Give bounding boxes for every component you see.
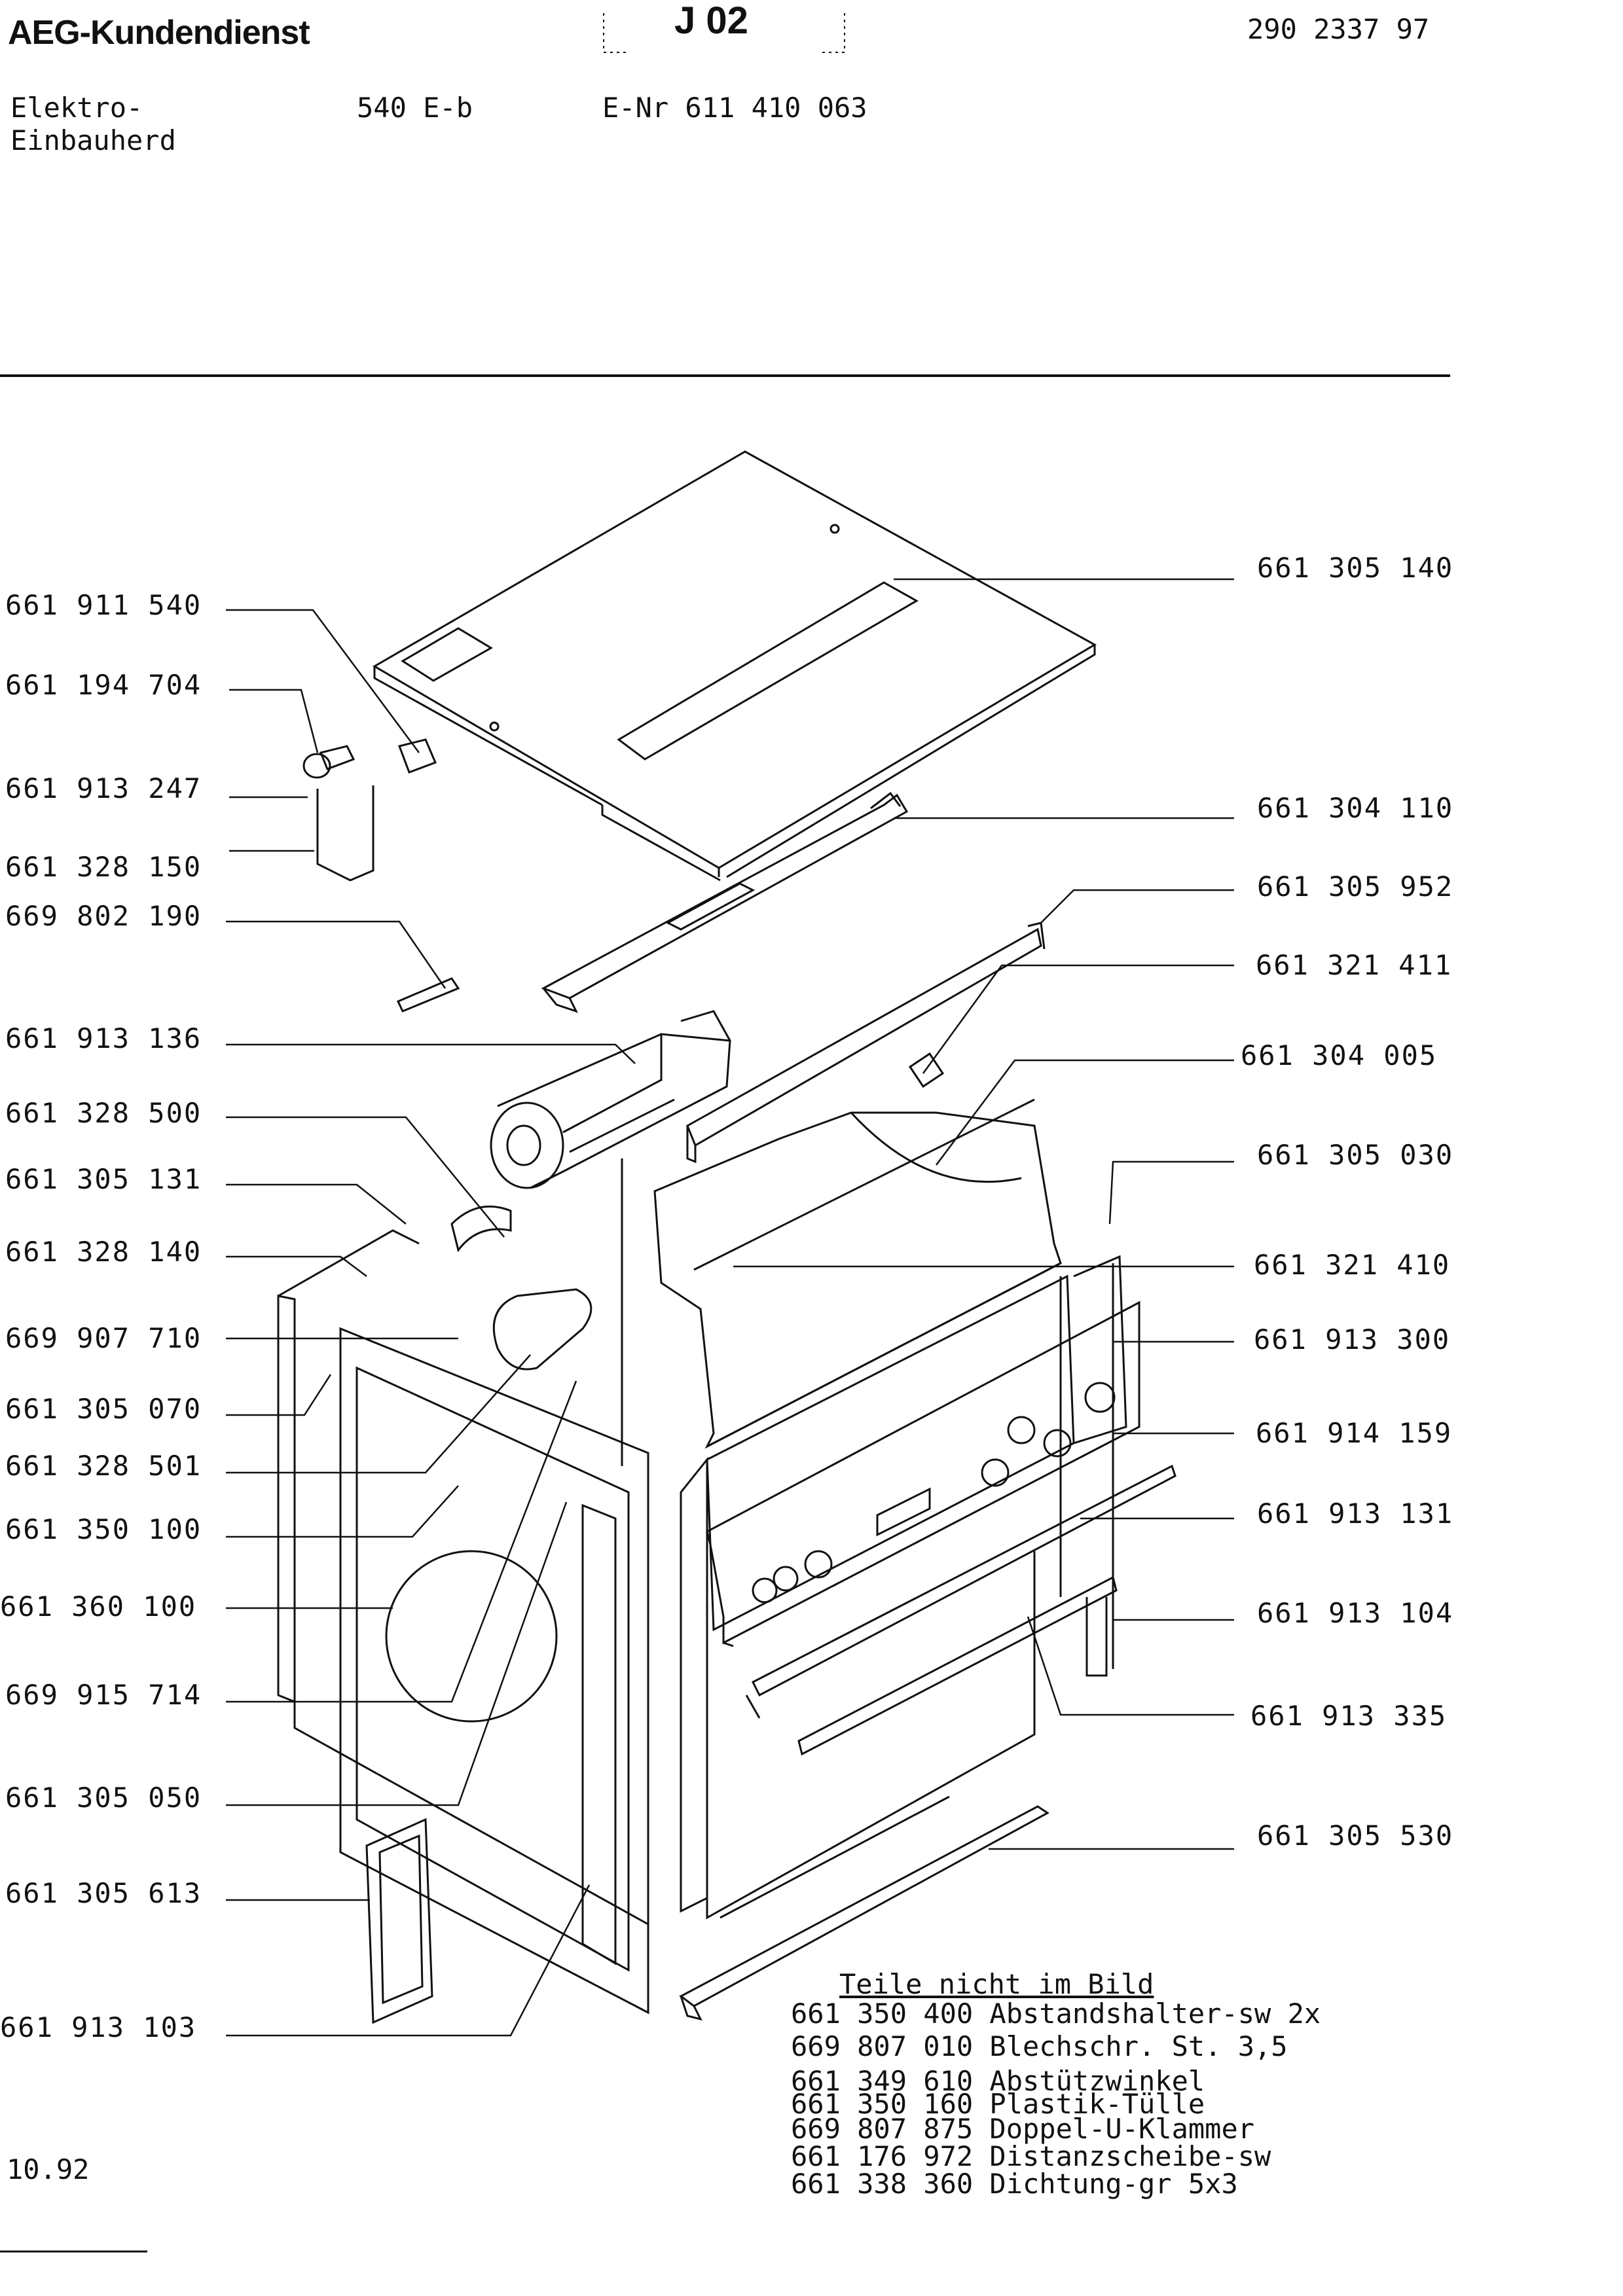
part-label: 661 305 613 — [5, 1877, 202, 1909]
part-label: 661 305 030 — [1257, 1139, 1454, 1171]
part-label: 661 913 103 — [0, 2011, 197, 2043]
part-label: 661 913 131 — [1257, 1498, 1454, 1530]
base-plate-part — [679, 1795, 1049, 2021]
e-number: E-Nr 611 410 063 — [602, 92, 867, 124]
note-item: 669 807 010 Blechschr. St. 3,5 — [791, 2030, 1288, 2062]
inner-housing-part — [653, 1098, 1062, 1449]
right-side-panel-part — [706, 1263, 1114, 1920]
product-type-line1: Elektro- — [10, 92, 143, 124]
part-label: 661 328 150 — [5, 851, 202, 883]
duct-part — [492, 1288, 593, 1371]
part-label: 661 305 530 — [1257, 1820, 1454, 1852]
model-number: 540 E-b — [357, 92, 473, 124]
part-label: 661 304 110 — [1257, 792, 1454, 824]
top-cover-part — [373, 450, 1097, 882]
part-label: 661 328 140 — [5, 1236, 202, 1268]
part-label: 661 914 159 — [1256, 1417, 1453, 1449]
note-item: 661 338 360 Dichtung-gr 5x3 — [791, 2168, 1238, 2200]
footer-date: 10.92 — [7, 2153, 90, 2185]
lamp-part — [398, 738, 437, 774]
bracket-rail-part — [686, 922, 1046, 1164]
front-control-panel-part — [706, 1300, 1140, 1647]
control-panel-frame-part — [706, 1255, 1127, 1632]
part-label: 661 913 104 — [1257, 1597, 1454, 1629]
fan-clip-part — [450, 1205, 512, 1253]
note-item: 669 807 875 Doppel-U-Klammer — [791, 2113, 1255, 2145]
door-frame-part — [365, 1818, 433, 2024]
part-label: 661 913 300 — [1254, 1323, 1451, 1355]
part-label: 661 321 410 — [1254, 1249, 1451, 1281]
part-label: 669 802 190 — [5, 900, 202, 932]
product-type-line2: Einbauherd — [10, 124, 176, 156]
sheet-number: J 02 — [674, 0, 748, 42]
part-label: 661 305 070 — [5, 1393, 202, 1425]
note-item: 661 350 400 Abstandshalter-sw 2x — [791, 1998, 1321, 2030]
left-side-panel-part — [277, 1229, 649, 2015]
pin-part — [396, 977, 460, 1013]
part-label: 661 305 140 — [1257, 552, 1454, 584]
part-label: 661 328 500 — [5, 1097, 202, 1129]
note-item: 661 176 972 Distanzscheibe-sw — [791, 2140, 1271, 2172]
leader-lines-left — [226, 609, 636, 2037]
lower-rail-part — [745, 1464, 1176, 1756]
part-label: 661 360 100 — [0, 1590, 197, 1623]
clip-part — [908, 1052, 945, 1088]
leader-lines-right — [733, 578, 1234, 1850]
switch-assembly-part — [302, 745, 374, 882]
note-item: 661 350 160 Plastik-Tülle — [791, 2088, 1205, 2120]
part-label: 661 911 540 — [5, 589, 202, 621]
rear-frame-part — [581, 1158, 708, 1965]
part-label: 661 304 005 — [1241, 1039, 1438, 1071]
document-number: 290 2337 97 — [1247, 13, 1430, 45]
part-label: 661 350 100 — [5, 1513, 202, 1545]
note-item: 661 349 610 Abstützwinkel — [791, 2065, 1205, 2097]
notes-title: Teile nicht im Bild — [839, 1968, 1154, 2000]
part-label: 661 913 247 — [5, 772, 202, 804]
part-label: 661 328 501 — [5, 1450, 202, 1482]
brand-title: AEG-Kundendienst — [8, 14, 310, 52]
part-label: 661 305 131 — [5, 1163, 202, 1195]
part-label: 661 321 411 — [1256, 949, 1453, 981]
part-label: 661 913 136 — [5, 1022, 202, 1054]
part-label: 661 913 335 — [1250, 1700, 1448, 1732]
part-label: 661 305 952 — [1257, 870, 1454, 903]
fan-motor-part — [490, 1010, 731, 1189]
part-label: 669 915 714 — [5, 1679, 202, 1711]
part-label: 669 907 710 — [5, 1322, 202, 1354]
part-label: 661 194 704 — [5, 669, 202, 701]
front-rail-part — [541, 791, 909, 1013]
part-label: 661 305 050 — [5, 1782, 202, 1814]
